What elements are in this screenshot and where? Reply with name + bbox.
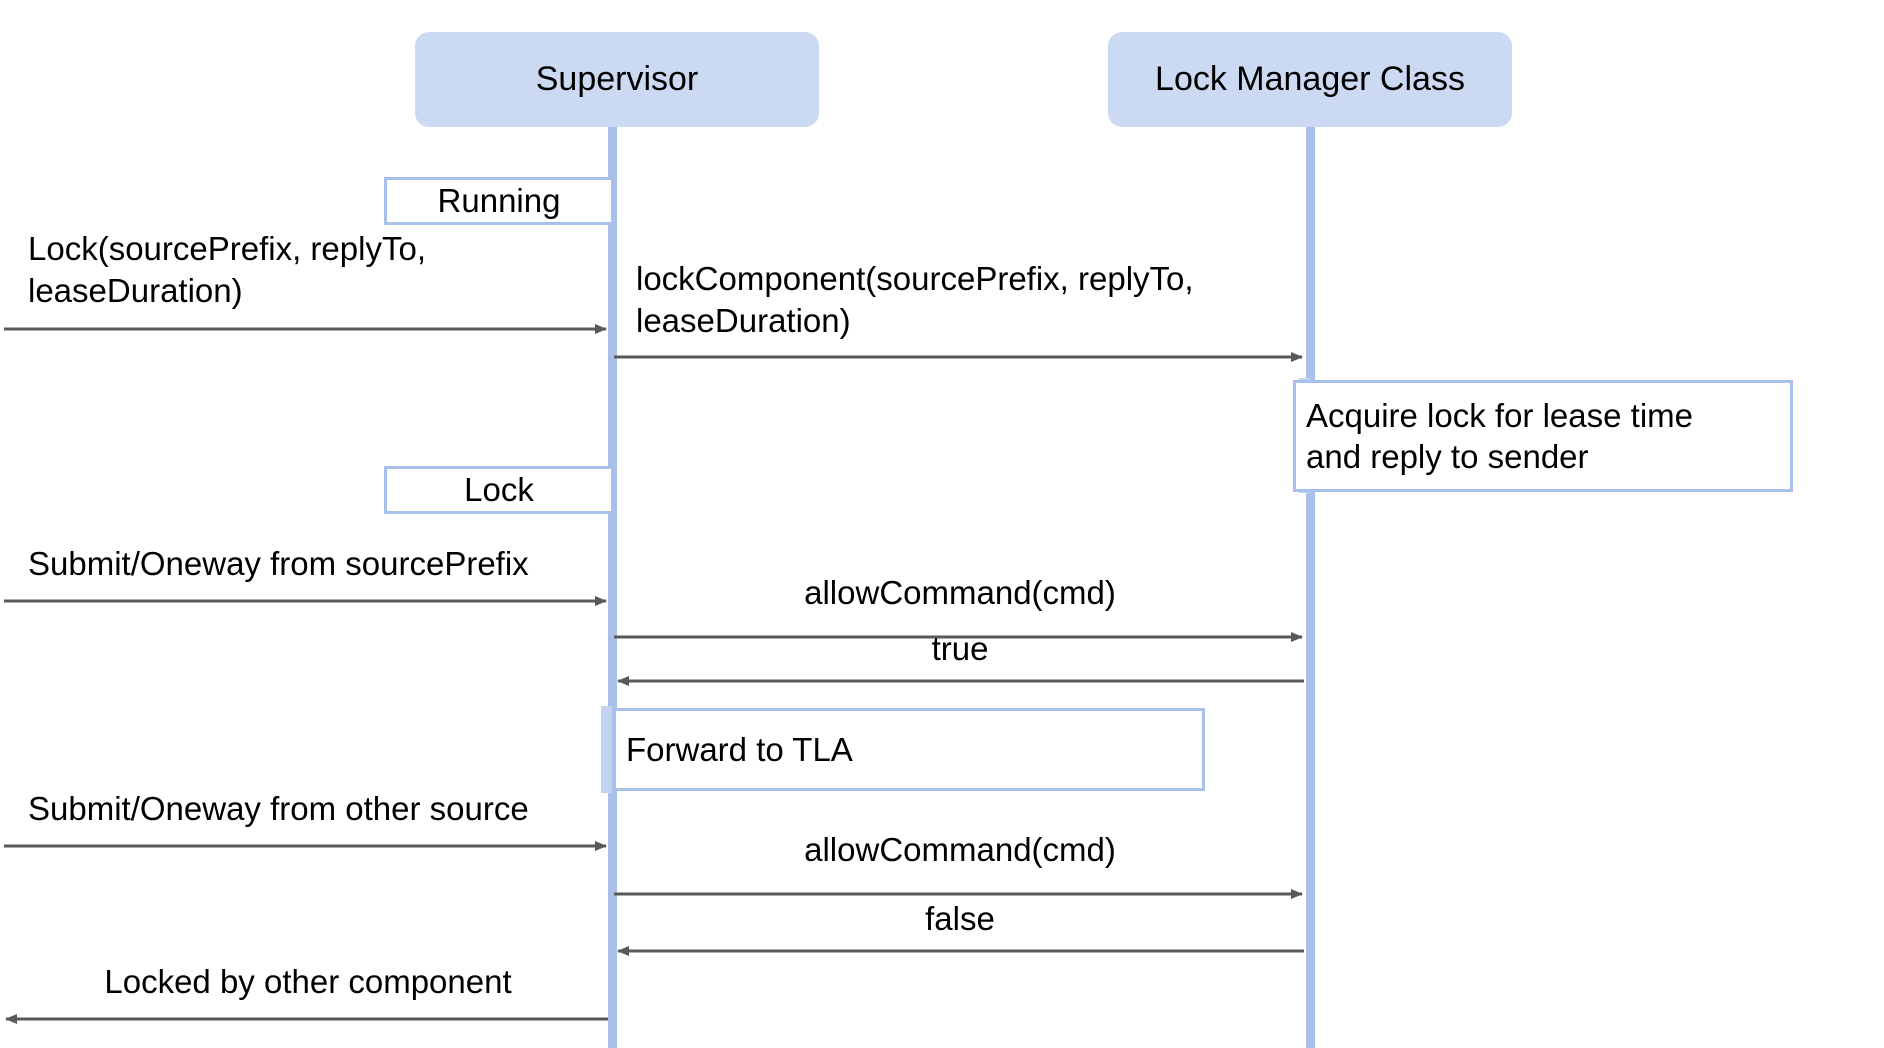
msg-label-true: true: [931, 630, 989, 667]
state-box-lock-label: Lock: [464, 471, 534, 508]
participant-lock-manager-label: Lock Manager Class: [1155, 59, 1465, 98]
state-box-running-label: Running: [437, 182, 561, 219]
msg-label-submit-sourceprefix: Submit/Oneway from sourcePrefix: [28, 545, 529, 582]
msg-label-allow-command-2: allowCommand(cmd): [804, 831, 1116, 868]
note-forward-to-tla[interactable]: Forward to TLA: [613, 708, 1205, 791]
participant-lock-manager[interactable]: Lock Manager Class: [1108, 32, 1512, 127]
lifeline-lock-manager: [1306, 120, 1315, 1048]
note-acquire-lock-label: Acquire lock for lease time and reply to…: [1306, 396, 1693, 475]
msg-label-lock-component: lockComponent(sourcePrefix, replyTo, lea…: [636, 260, 1194, 340]
msg-label-locked-by-other: Locked by other component: [104, 963, 512, 1000]
msg-label-lock-inbound: Lock(sourcePrefix, replyTo, leaseDuratio…: [28, 230, 426, 310]
note-forward-to-tla-label: Forward to TLA: [626, 730, 853, 768]
msg-label-submit-other-source: Submit/Oneway from other source: [28, 790, 529, 827]
msg-label-false: false: [925, 900, 995, 937]
participant-supervisor-label: Supervisor: [535, 59, 699, 98]
msg-label-allow-command-1: allowCommand(cmd): [804, 574, 1116, 611]
lifeline-supervisor: [608, 120, 617, 1048]
participant-supervisor[interactable]: Supervisor: [415, 32, 819, 127]
state-box-running[interactable]: Running: [384, 177, 614, 225]
activation-bar-supervisor: [601, 706, 612, 793]
state-box-lock[interactable]: Lock: [384, 466, 614, 514]
note-acquire-lock[interactable]: Acquire lock for lease time and reply to…: [1293, 380, 1793, 492]
